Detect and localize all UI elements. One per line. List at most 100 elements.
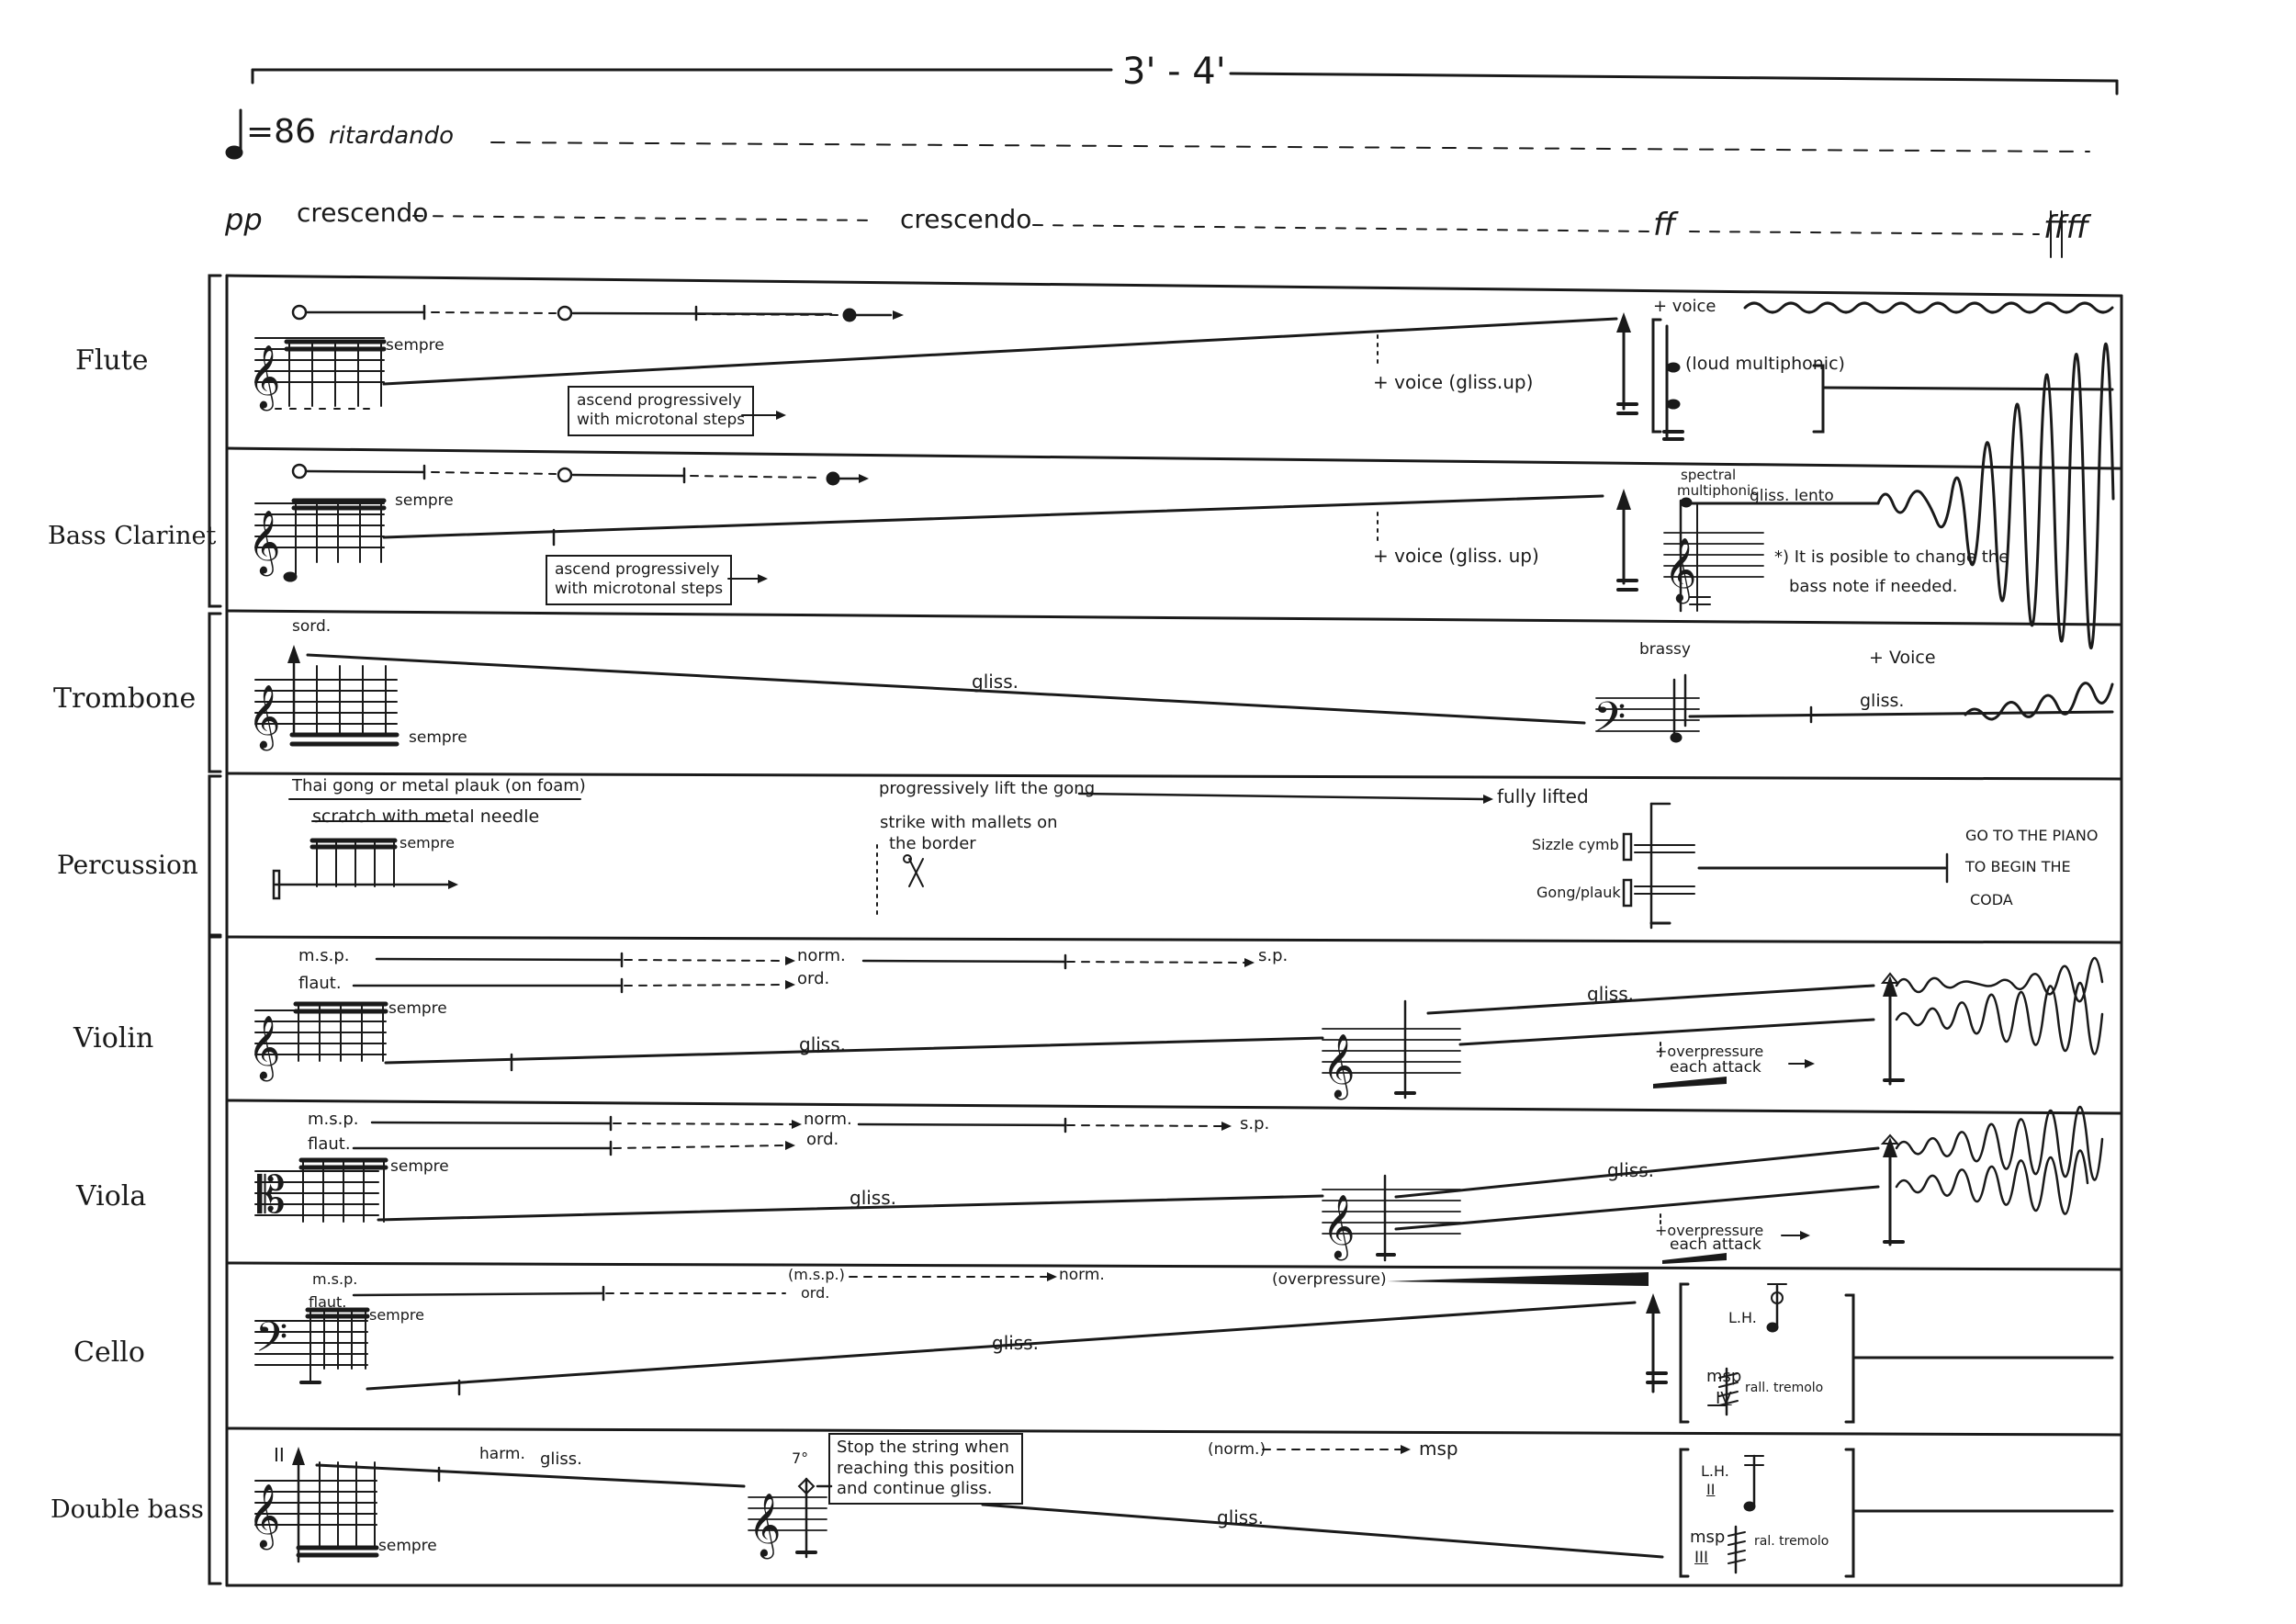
percussion-lift: progressively lift the gong [879,779,1096,798]
violin-overpressure-1: +overpressure [1655,1043,1764,1060]
tempo-text: ritardando [329,122,455,150]
instrument-trombone: Trombone [53,682,197,715]
double-bass-instruction-box: Stop the string when reaching this posit… [828,1433,1023,1505]
svg-text:𝄞: 𝄞 [248,344,280,411]
quarter-note-icon [225,108,243,160]
dyn-dashes-2 [1032,224,1654,232]
violin-ord: ord. [797,969,830,988]
duration-bracket [251,68,2119,96]
flute-sempre: sempre [386,336,445,355]
cello-lh: L.H. [1728,1309,1757,1326]
cello-msp: m.s.p. [312,1270,358,1288]
double-bass-lh: L.H. [1701,1462,1729,1480]
group-brackets [208,274,222,1585]
viola-norm: norm. [804,1110,852,1129]
bass-clarinet-voice-gliss: + voice (gliss. up) [1373,545,1539,567]
trombone-gliss: gliss. [972,671,1019,693]
bass-clarinet-gliss-lento: gliss. lento [1750,487,1834,505]
dynamic-ff: ff [1653,207,1676,243]
svg-text:𝄢: 𝄢 [1593,693,1626,751]
cello-rall: rall. tremolo [1745,1381,1824,1395]
bass-clarinet-graphics [254,342,2115,649]
violin-gliss: gliss. [799,1033,847,1055]
percussion-goto-1: GO TO THE PIANO [1965,827,2099,844]
double-bass-string-3: III [1694,1549,1709,1567]
bass-clef-icons: 𝄢 𝄢 [255,693,1626,1371]
svg-text:𝄞: 𝄞 [1664,537,1696,603]
instrument-percussion: Percussion [57,850,198,880]
percussion-strike-2: the border [889,834,976,853]
svg-text:𝄞: 𝄞 [248,684,280,750]
trombone-voice: + Voice [1869,648,1936,668]
percussion-graphics [272,792,1949,930]
flute-box-line-1: ascend progressively [577,391,742,410]
cello-string-iv: IV [1716,1389,1732,1408]
dyn-dashes-3 [1689,231,2040,235]
cello-msp-paren: (m.s.p.) [788,1266,845,1283]
trombone-sord: sord. [292,617,332,636]
violin-sp: s.p. [1258,946,1289,965]
viola-gliss-2: gliss. [1607,1159,1655,1181]
dyn-dashes-1 [412,215,878,221]
crescendo-1: crescendo [297,197,429,228]
trombone-gliss-2: gliss. [1860,691,1905,711]
double-bass-gliss: gliss. [540,1449,582,1469]
svg-text:𝄡: 𝄡 [257,1166,286,1224]
violin-flaut: flaut. [298,974,342,993]
violin-gliss-2: gliss. [1587,983,1635,1005]
viola-overpressure-2: each attack [1670,1235,1761,1254]
bass-clarinet-spectral-1: spectral [1681,467,1737,483]
double-bass-norm-paren: (norm.) [1208,1440,1266,1459]
cello-norm: norm. [1059,1266,1105,1284]
flute-box-line-2: with microtonal steps [577,411,746,430]
percussion-fully-lifted: fully lifted [1497,785,1589,807]
crescendo-2: crescendo [900,204,1032,234]
cello-sempre: sempre [369,1306,424,1324]
viola-graphics [254,1105,2104,1264]
double-bass-seven: 7° [792,1449,809,1467]
tempo-value: =86 [246,113,316,151]
instrument-double-bass: Double bass [51,1495,204,1524]
duration-label: 3' - 4' [1122,51,1226,93]
violin-msp: m.s.p. [298,946,350,965]
viola-gliss: gliss. [850,1187,897,1209]
svg-text:𝄞: 𝄞 [248,510,280,576]
cello-msp-2: msp [1706,1367,1742,1386]
svg-text:𝄞: 𝄞 [248,1483,280,1550]
viola-overpressure-1: +overpressure [1655,1222,1764,1239]
trombone-graphics [254,645,2114,747]
svg-text:𝄞: 𝄞 [1322,1194,1355,1260]
violin-graphics [254,952,2104,1100]
bass-clarinet-instruction-box: ascend progressively with microtonal ste… [546,555,733,605]
viola-sp: s.p. [1240,1114,1270,1133]
flute-graphics [254,301,2114,441]
double-bass-msp: msp [1419,1438,1458,1460]
dynamic-ffff: ffff [2043,209,2089,246]
instrument-bass-clarinet: Bass Clarinet [48,522,217,550]
svg-text:𝄞: 𝄞 [1322,1033,1355,1100]
cello-graphics [254,1272,2114,1424]
svg-text:𝄢: 𝄢 [255,1313,287,1371]
flute-instruction-box: ascend progressively with microtonal ste… [568,386,755,436]
viola-msp: m.s.p. [308,1110,359,1129]
percussion-scratch: scratch with metal needle [312,806,540,827]
viola-flaut: flaut. [308,1134,351,1154]
violin-sempre: sempre [388,999,447,1018]
double-bass-gliss-2: gliss. [1217,1506,1265,1528]
bass-clarinet-box-line-2: with microtonal steps [555,580,724,599]
double-bass-sempre: sempre [378,1537,437,1555]
percussion-gong-plauk: Gong/plauk [1536,884,1621,901]
percussion-strike-1: strike with mallets on [880,813,1058,832]
violin-overpressure-2: each attack [1670,1058,1761,1077]
instrument-violin: Violin [73,1022,154,1054]
cello-overpressure: (overpressure) [1272,1270,1387,1289]
double-bass-box-line-2: reaching this position [837,1458,1015,1478]
instrument-cello: Cello [73,1336,145,1369]
viola-sempre: sempre [390,1157,449,1176]
double-bass-harm: harm. [479,1445,525,1463]
flute-voice-gliss: + voice (gliss.up) [1373,371,1534,393]
double-bass-graphics [254,1445,2114,1578]
double-bass-rall: ral. tremolo [1754,1534,1829,1549]
cello-ord: ord. [801,1284,830,1302]
